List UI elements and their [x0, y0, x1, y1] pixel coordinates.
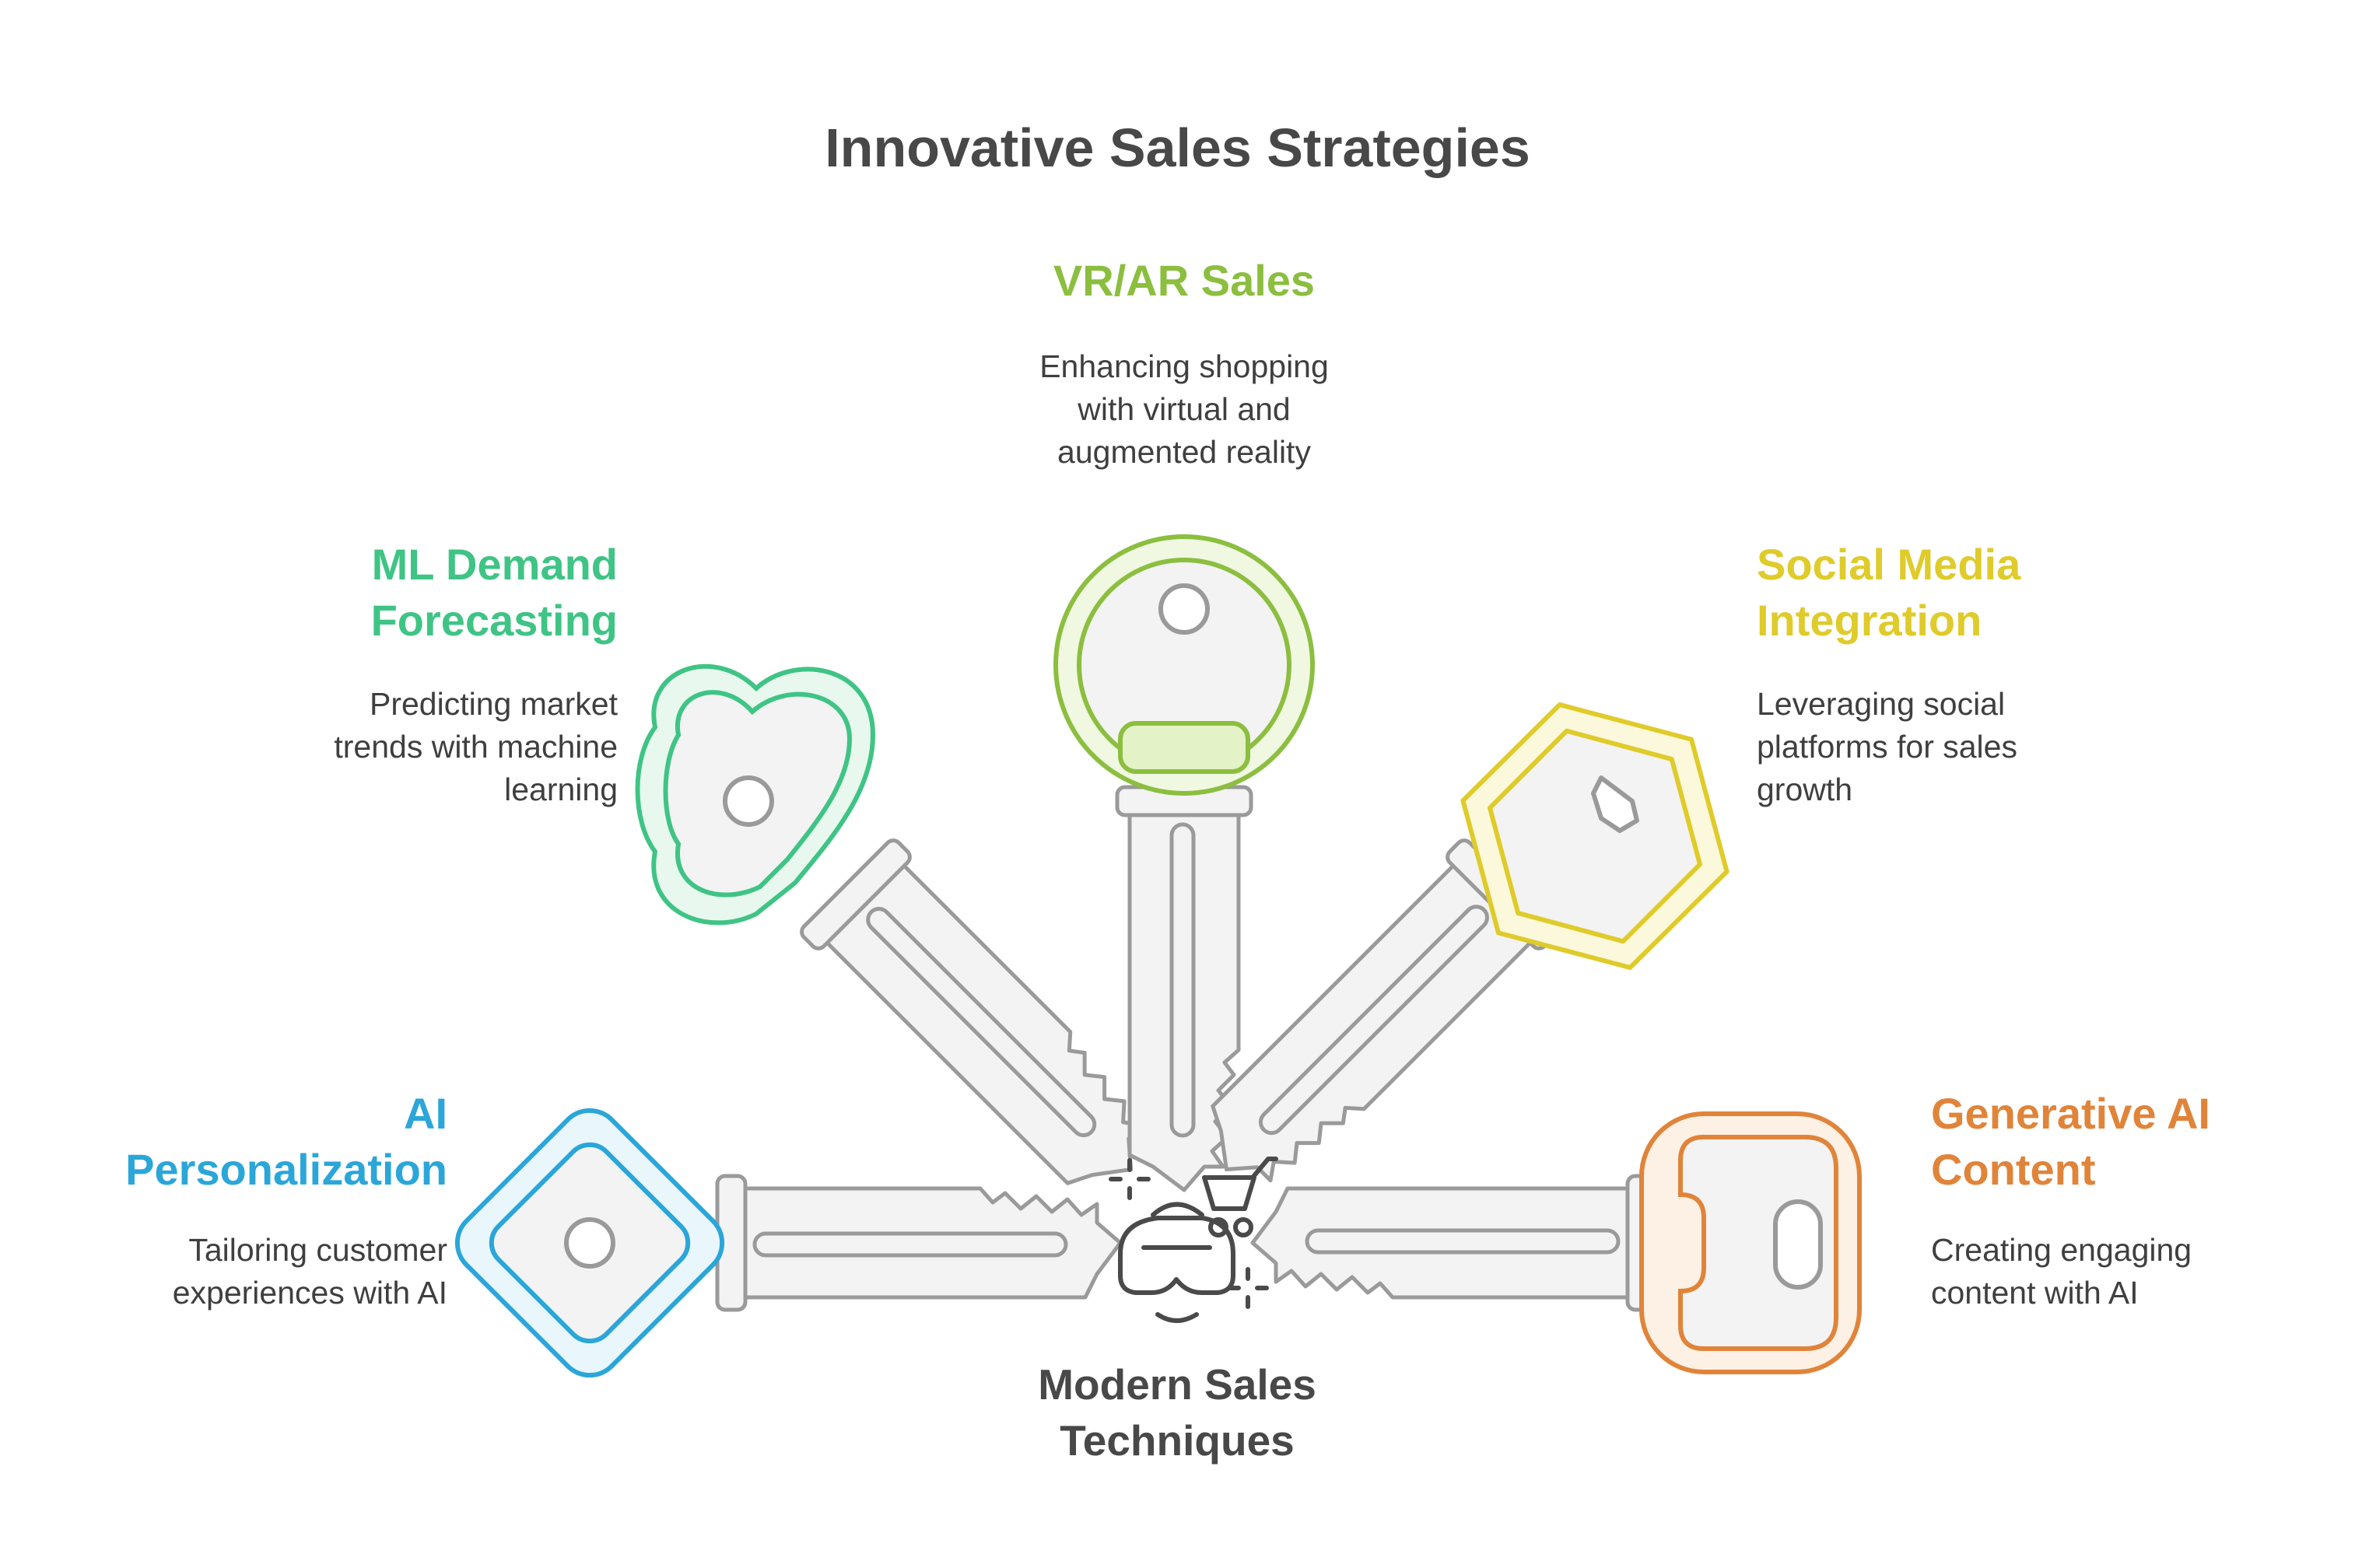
description-line: growth [1757, 772, 1853, 807]
social-media-integration-description: Leveraging social platforms for sales gr… [1757, 683, 2146, 811]
ai-personalization-description: Tailoring customer experiences with AI [78, 1229, 447, 1314]
heading-line: Personalization [125, 1145, 447, 1194]
page-title: Innovative Sales Strategies [825, 117, 1530, 178]
heading-line: AI [404, 1089, 447, 1138]
heading-line: Integration [1757, 596, 1982, 645]
sparkle-icon [1109, 1158, 1269, 1309]
ai-personalization-heading: AI Personalization [78, 1086, 447, 1198]
key-ml-demand-forecasting [635, 663, 1179, 1217]
description-line: learning [504, 772, 618, 807]
generative-ai-content-description: Creating engaging content with AI [1931, 1229, 2336, 1314]
vr-ar-sales-description: Enhancing shopping with virtual and augm… [951, 345, 1418, 474]
center-label-line: Techniques [1060, 1416, 1295, 1465]
description-line: Tailoring customer [188, 1232, 447, 1268]
description-line: trends with machine [334, 729, 618, 765]
description-line: platforms for sales [1757, 729, 2017, 765]
description-line: with virtual and [1078, 391, 1291, 427]
center-label: Modern Sales Techniques [944, 1356, 1411, 1468]
ml-demand-forecasting-heading: ML Demand Forecasting [233, 537, 618, 649]
heading-line: ML Demand [371, 540, 618, 589]
heading-line: VR/AR Sales [1053, 256, 1316, 305]
shopping-cart-icon [1202, 1157, 1278, 1237]
description-line: Creating engaging [1931, 1232, 2192, 1268]
description-line: Leveraging social [1757, 686, 2006, 722]
generative-ai-content-heading: Generative AI Content [1931, 1086, 2336, 1198]
description-line: content with AI [1931, 1275, 2139, 1311]
heading-line: Forecasting [370, 596, 618, 645]
heading-line: Generative AI [1931, 1089, 2210, 1138]
key-ai-personalization [454, 1108, 1120, 1378]
key-social-media-integration [1179, 702, 1729, 1217]
center-label-line: Modern Sales [1038, 1360, 1316, 1409]
heading-line: Social Media [1757, 540, 2021, 589]
description-line: Predicting market [369, 686, 618, 722]
description-line: Enhancing shopping [1039, 348, 1329, 384]
key-vr-ar-sales [1053, 534, 1315, 1190]
vr-headset-icon [1118, 1202, 1235, 1323]
social-media-integration-heading: Social Media Integration [1757, 537, 2146, 649]
heading-line: Content [1931, 1145, 2096, 1194]
key-generative-ai-content [1253, 1111, 1862, 1374]
ml-demand-forecasting-description: Predicting market trends with machine le… [233, 683, 618, 811]
description-line: experiences with AI [172, 1275, 447, 1311]
vr-ar-sales-heading: VR/AR Sales [951, 253, 1418, 309]
description-line: augmented reality [1057, 434, 1311, 470]
